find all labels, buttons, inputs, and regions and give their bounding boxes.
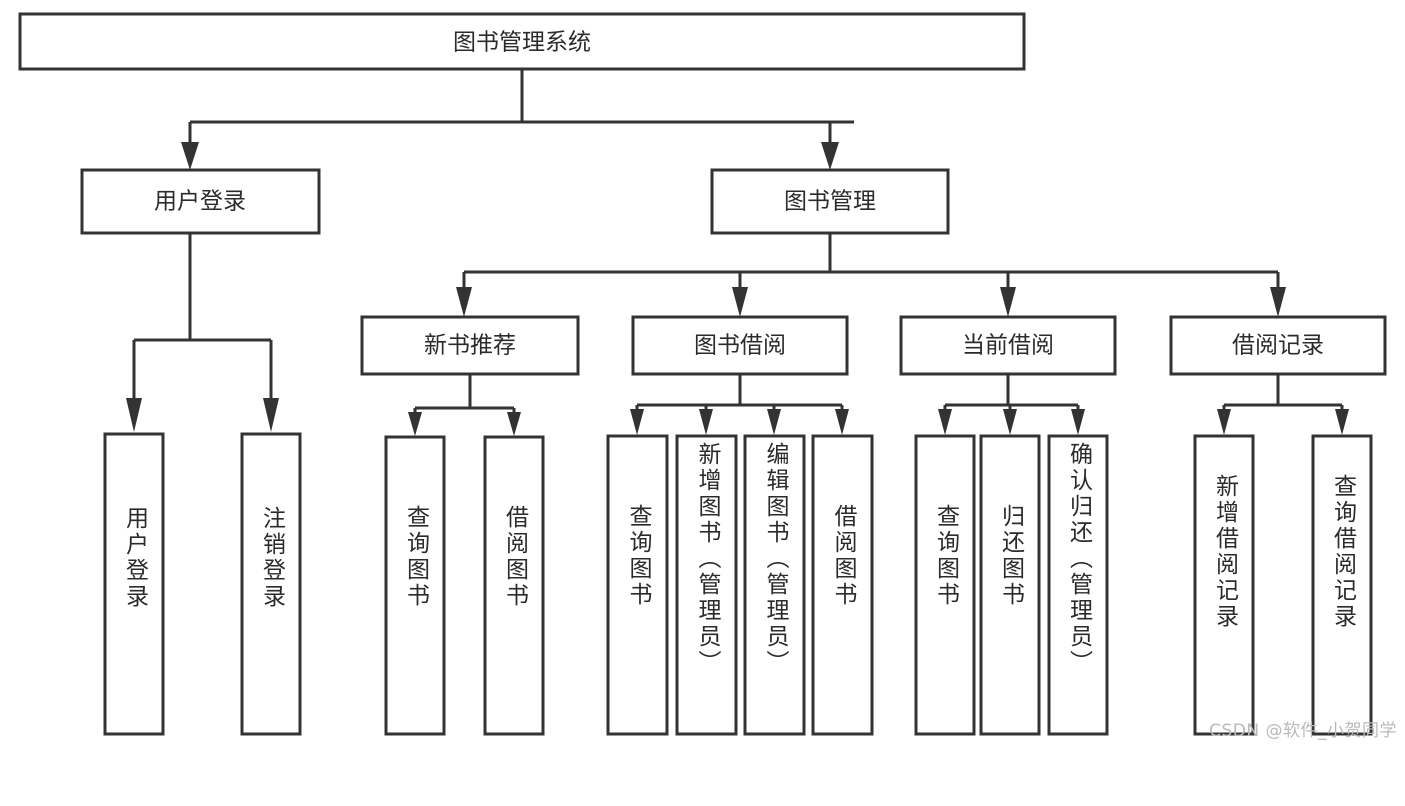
node-leaf-query-book-1-box[interactable] xyxy=(384,435,446,736)
node-leaf-query-book-3-box[interactable] xyxy=(914,434,976,736)
node-box-group xyxy=(18,12,1387,736)
flowchart-diagram: 图书管理系统 用户登录 图书管理 新书推荐 图书借阅 当前借阅 借阅记录 用户登… xyxy=(18,12,1397,741)
arrow-leaf-add-record xyxy=(1217,409,1231,435)
node-leaf-logout-login-box[interactable] xyxy=(240,432,302,736)
node-current-borrow-label: 当前借阅 xyxy=(962,333,1054,359)
arrow-leaf-user-login xyxy=(126,398,142,432)
arrow-leaf-borrow-book-1 xyxy=(507,412,521,436)
node-borrow-record-box[interactable] xyxy=(1169,315,1387,376)
node-book-management-label: 图书管理 xyxy=(784,189,876,215)
arrow-leaf-query-book-1 xyxy=(408,412,422,436)
node-book-borrow-label: 图书借阅 xyxy=(694,333,786,359)
node-leaf-edit-book-box[interactable] xyxy=(743,434,806,736)
node-user-login-label: 用户登录 xyxy=(154,189,246,215)
node-leaf-query-book-2-box[interactable] xyxy=(606,434,669,736)
node-root-box[interactable] xyxy=(18,12,1026,71)
node-book-borrow-box[interactable] xyxy=(631,315,849,376)
arrow-leaf-edit-book xyxy=(767,409,781,435)
connector-group xyxy=(126,69,1349,436)
horizontal-label-group: 图书管理系统 用户登录 图书管理 新书推荐 图书借阅 当前借阅 借阅记录 xyxy=(154,30,1324,359)
arrow-to-new-book-recommend xyxy=(456,287,472,317)
arrow-leaf-return-book xyxy=(1003,409,1017,435)
csdn-watermark: CSDN @软件_小贺同学 xyxy=(1209,721,1397,741)
tree-structure-svg: 图书管理系统 用户登录 图书管理 新书推荐 图书借阅 当前借阅 借阅记录 xyxy=(18,12,1387,736)
arrow-leaf-query-book-2 xyxy=(630,409,644,435)
arrow-leaf-query-book-3 xyxy=(938,409,952,435)
node-leaf-query-record-box[interactable] xyxy=(1311,434,1373,736)
node-root-label: 图书管理系统 xyxy=(453,30,591,56)
arrow-leaf-logout-login xyxy=(263,398,279,432)
node-leaf-add-record-box[interactable] xyxy=(1193,434,1255,736)
node-leaf-add-book-box[interactable] xyxy=(675,434,738,736)
arrow-to-user-login xyxy=(181,142,199,170)
arrow-leaf-query-record xyxy=(1335,409,1349,435)
node-leaf-borrow-book-1-box[interactable] xyxy=(483,435,545,736)
node-book-management-box[interactable] xyxy=(710,168,950,235)
node-leaf-return-book-box[interactable] xyxy=(979,434,1041,736)
node-leaf-confirm-return-box[interactable] xyxy=(1047,434,1109,736)
arrow-to-current-borrow xyxy=(1000,287,1016,317)
arrow-to-book-management xyxy=(821,142,839,170)
node-leaf-borrow-book-2-box[interactable] xyxy=(811,434,874,736)
node-leaf-user-login-box[interactable] xyxy=(103,432,165,736)
arrow-leaf-add-book xyxy=(699,409,713,435)
node-current-borrow-box[interactable] xyxy=(899,315,1117,376)
arrow-leaf-borrow-book-2 xyxy=(835,409,849,435)
node-user-login-box[interactable] xyxy=(80,168,321,235)
arrow-leaf-confirm-return xyxy=(1071,409,1085,435)
node-borrow-record-label: 借阅记录 xyxy=(1232,333,1324,359)
arrow-to-borrow-record xyxy=(1270,287,1286,317)
node-new-book-recommend-box[interactable] xyxy=(360,315,580,376)
arrow-to-book-borrow xyxy=(732,287,748,317)
node-new-book-recommend-label: 新书推荐 xyxy=(424,333,516,359)
